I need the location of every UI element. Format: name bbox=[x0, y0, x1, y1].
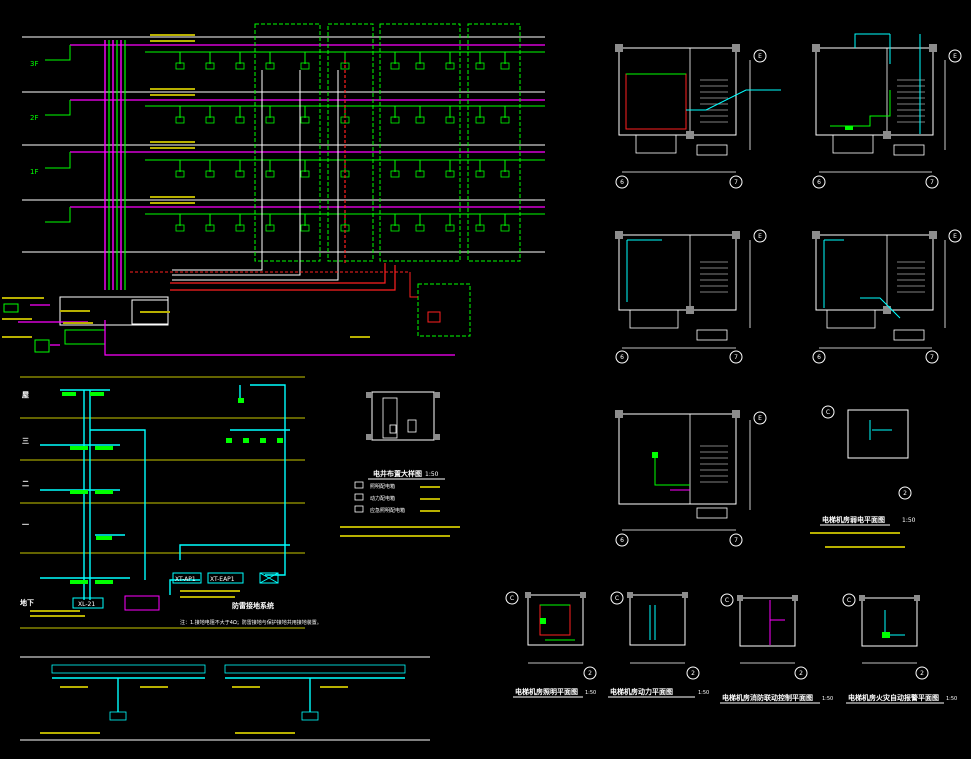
legend-item-3: 应急照明配电箱 bbox=[370, 507, 405, 514]
grid-e-a: E bbox=[758, 53, 762, 60]
right-mid-title: 电梯机房弱电平面图 bbox=[822, 515, 885, 524]
grid-6-c: 6 bbox=[620, 354, 624, 361]
floor-label-basement: 地下 bbox=[20, 598, 34, 607]
device-id-xtap1: XT-AP1 bbox=[175, 576, 196, 583]
grid-2-c: 2 bbox=[691, 670, 695, 677]
shaft-plan-title: 电井布置大样图 bbox=[373, 469, 422, 478]
grid-c-d: C bbox=[725, 597, 729, 604]
room-plan-title-3: 电梯机房消防联动控制平面图 bbox=[722, 693, 813, 702]
grid-e-e: E bbox=[758, 415, 762, 422]
grid-c-e: C bbox=[847, 597, 851, 604]
floor-plans-grid: 6 7 6 7 6 7 6 7 6 7 E E E E E C 2 bbox=[615, 33, 962, 548]
room-plan-title-2: 电梯机房动力平面图 bbox=[610, 687, 673, 696]
grid-2-b: 2 bbox=[588, 670, 592, 677]
floor-label-3f: 3F bbox=[30, 60, 38, 68]
floor-label-1f: 1F bbox=[30, 168, 38, 176]
grid-6-d: 6 bbox=[817, 354, 821, 361]
grid-6-b: 6 bbox=[817, 179, 821, 186]
grid-7-a: 7 bbox=[734, 179, 738, 186]
shaft-detail-plan: 电井布置大样图 1:50 照明配电箱 动力配电箱 应急照明配电箱 bbox=[340, 391, 460, 537]
device-id-xl21: XL-21 bbox=[78, 601, 95, 608]
floor-label-two: 二 bbox=[22, 480, 29, 488]
grid-e-d: E bbox=[953, 233, 957, 240]
grid-2-a: 2 bbox=[903, 490, 907, 497]
room-plan-scale-3: 1:50 bbox=[822, 696, 833, 702]
grid-7-b: 7 bbox=[930, 179, 934, 186]
grid-c-b: C bbox=[510, 595, 514, 602]
grid-e-b: E bbox=[953, 53, 957, 60]
power-riser-diagram: 3F 2F 1F bbox=[2, 23, 545, 356]
grid-e-c: E bbox=[758, 233, 762, 240]
shaft-plan-scale: 1:50 bbox=[425, 471, 439, 478]
distribution-board-diagram bbox=[20, 656, 430, 741]
grid-2-e: 2 bbox=[920, 670, 924, 677]
right-mid-scale: 1:50 bbox=[902, 517, 916, 524]
floor-label-roof: 屋 bbox=[22, 390, 29, 399]
grid-6-e: 6 bbox=[620, 537, 624, 544]
grid-7-d: 7 bbox=[930, 354, 934, 361]
grid-7-e: 7 bbox=[734, 537, 738, 544]
room-plan-title-1: 电梯机房照明平面图 bbox=[515, 687, 578, 696]
grid-6-a: 6 bbox=[620, 179, 624, 186]
legend-item-2: 动力配电箱 bbox=[370, 495, 395, 502]
room-plan-scale-4: 1:50 bbox=[946, 696, 957, 702]
machine-room-plans: C 2 C 2 C 2 C 2 电梯机房照明平面图 1:50 电梯机房动力平面图 bbox=[505, 591, 957, 704]
room-plan-scale-2: 1:50 bbox=[698, 690, 709, 696]
grid-c-a: C bbox=[826, 409, 830, 416]
diagram-caption: 防雷接地系统 bbox=[232, 601, 274, 610]
grid-7-c: 7 bbox=[734, 354, 738, 361]
room-plan-title-4: 电梯机房火灾自动报警平面图 bbox=[848, 693, 939, 702]
floor-label-one: 一 bbox=[22, 521, 29, 529]
floor-label-2f: 2F bbox=[30, 114, 38, 122]
room-plan-scale-1: 1:50 bbox=[585, 690, 596, 696]
floor-label-three: 三 bbox=[22, 437, 29, 445]
device-id-xteap1: XT-EAP1 bbox=[210, 576, 235, 583]
grid-c-c: C bbox=[615, 595, 619, 602]
diagram-note: 注：1.接地电阻不大于4Ω；防雷接地与保护接地共用接地装置。 bbox=[180, 619, 322, 626]
weak-current-riser-diagram: 屋 三 二 一 地下 bbox=[20, 376, 322, 629]
legend-item-1: 照明配电箱 bbox=[370, 483, 395, 490]
grid-2-d: 2 bbox=[799, 670, 803, 677]
